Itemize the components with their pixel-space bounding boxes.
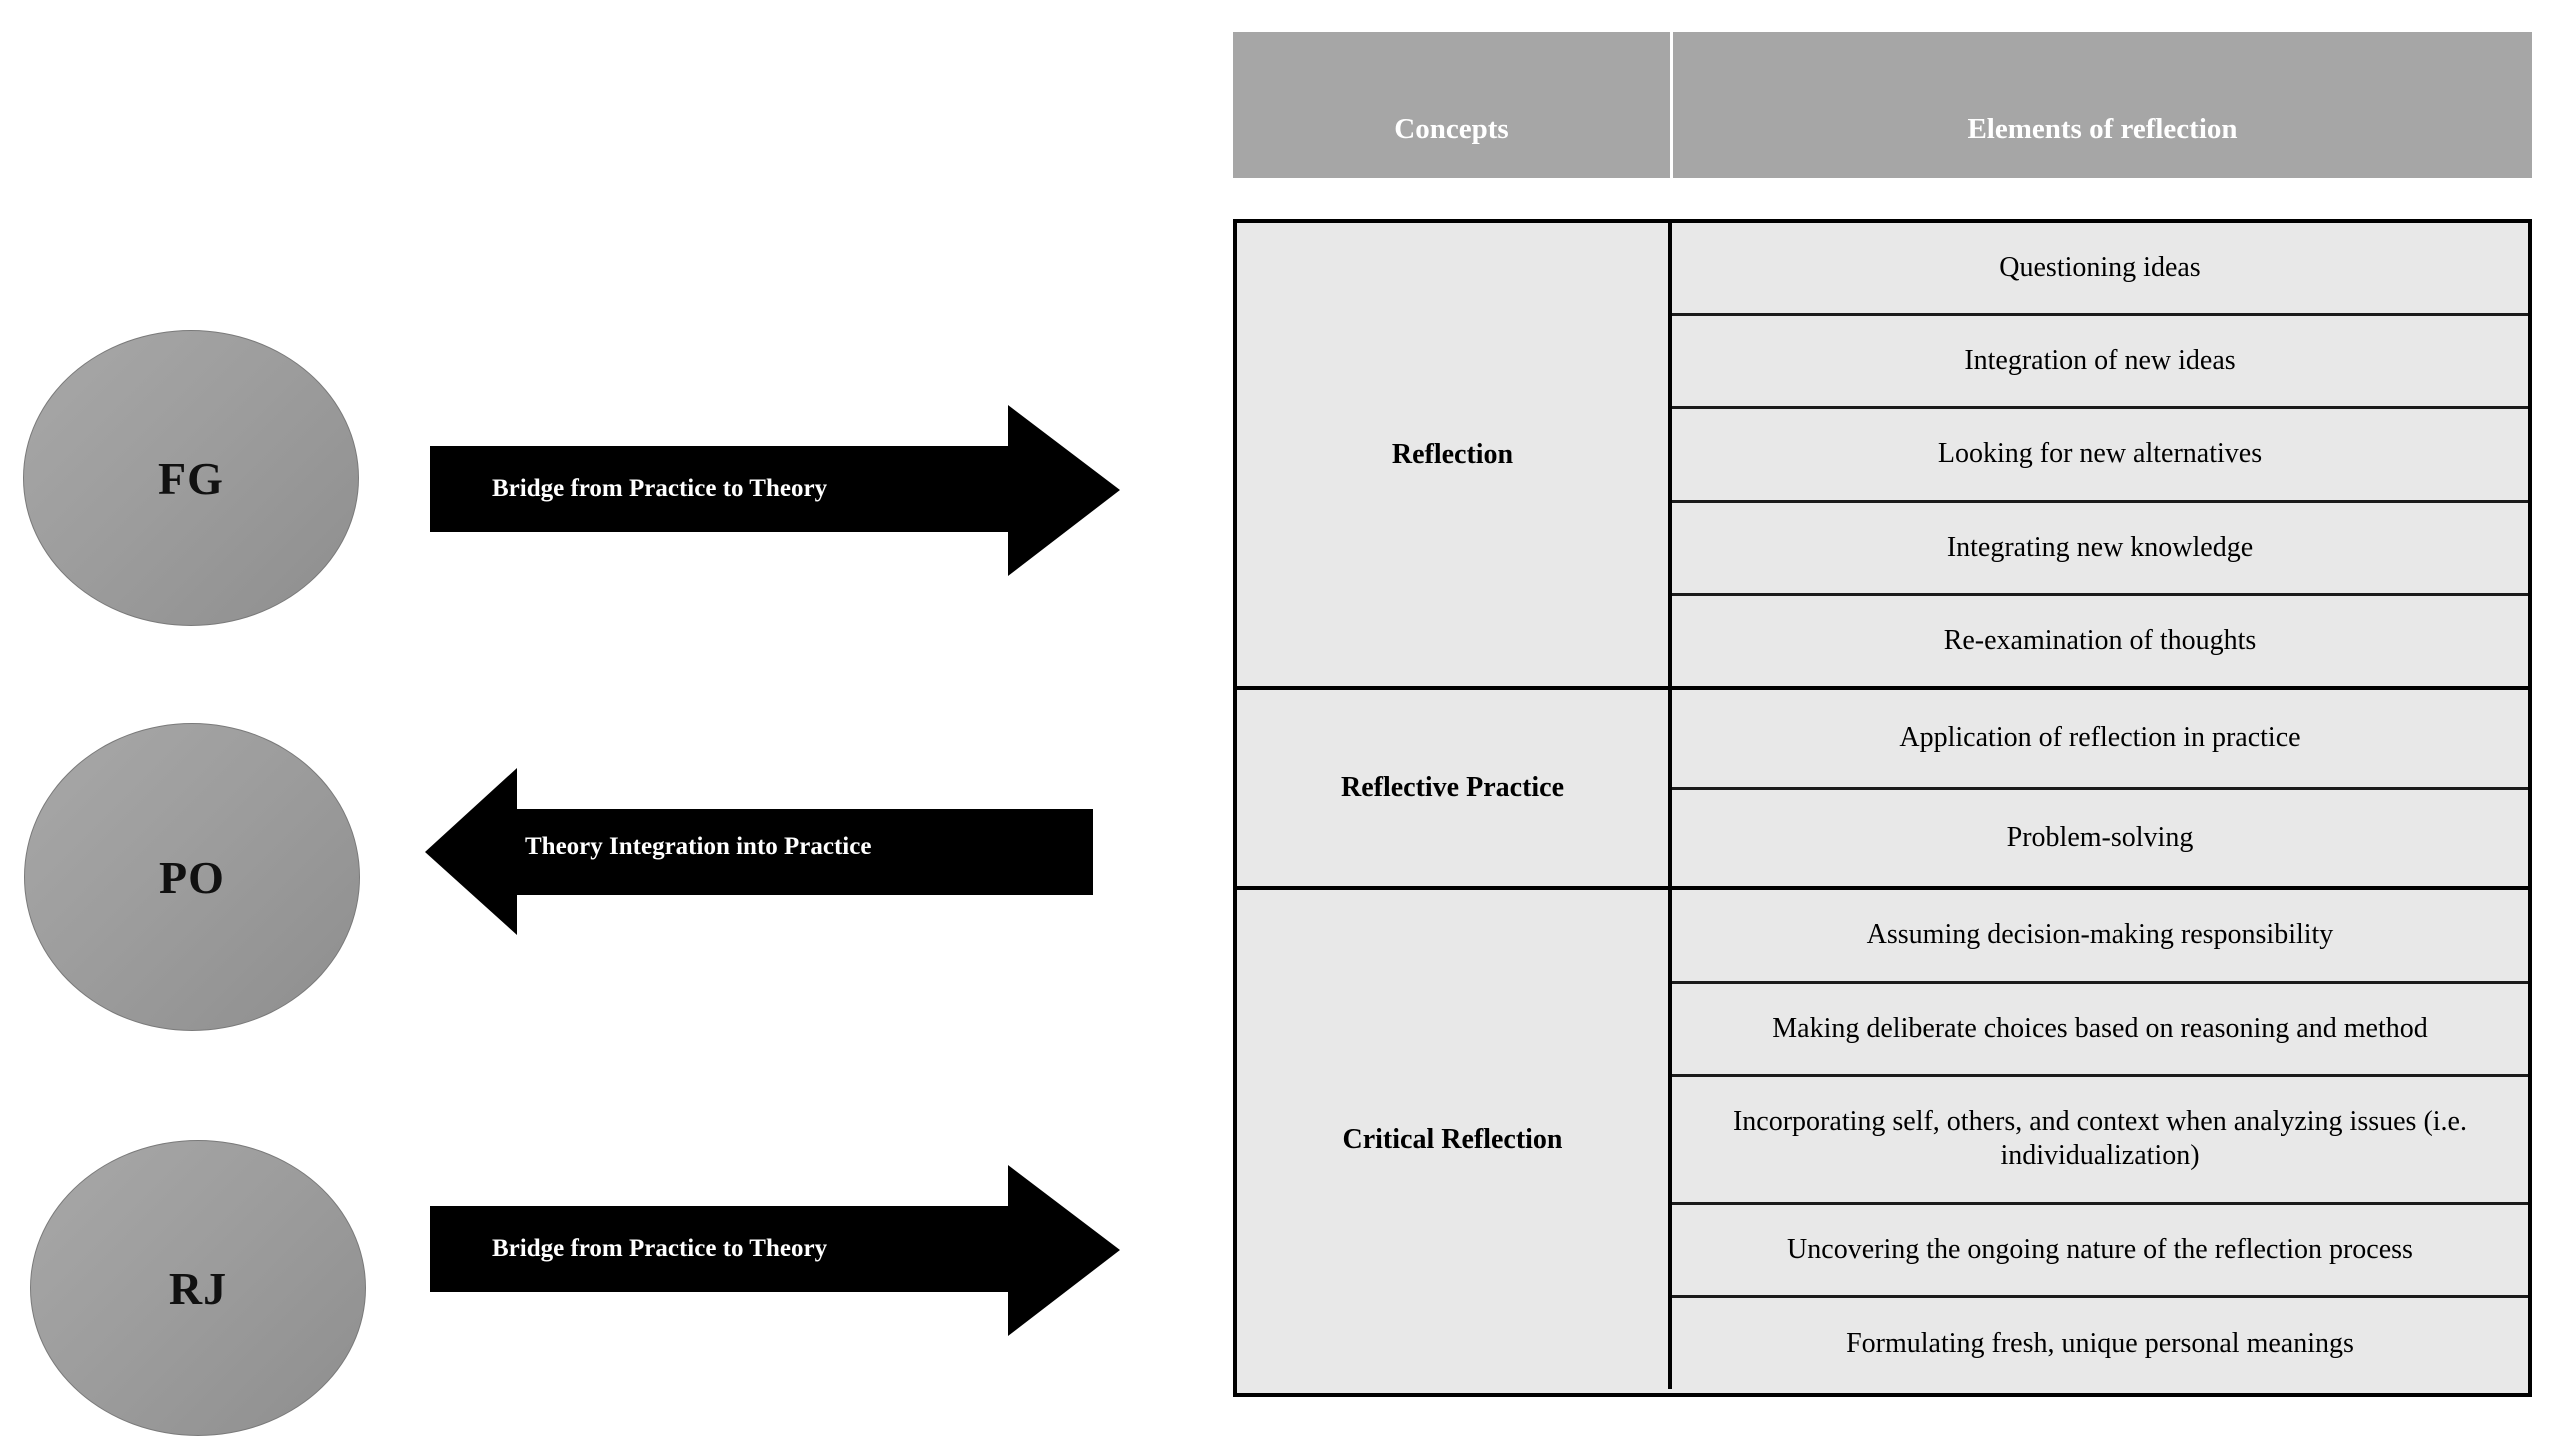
arrow-label-fg: Bridge from Practice to Theory (492, 475, 828, 502)
concept-cell-reflective-practice: Reflective Practice (1237, 690, 1672, 886)
table-body: Reflection Questioning ideas Integration… (1233, 219, 2532, 1397)
table-row: Integration of new ideas (1672, 313, 2528, 407)
table-row: Incorporating self, others, and context … (1672, 1074, 2528, 1202)
table-section-reflection: Reflection Questioning ideas Integration… (1237, 223, 2528, 687)
table-header-elements: Elements of reflection (1673, 32, 2532, 178)
diagram-panel: FG PO RJ Bridge from Practice to Theory … (0, 0, 1200, 1445)
table-row: Integrating new knowledge (1672, 499, 2528, 593)
concept-label-critical-reflection: Critical Reflection (1342, 1123, 1563, 1155)
table-row: Questioning ideas (1672, 223, 2528, 314)
table-header-divider (1670, 32, 1673, 178)
table-row: Uncovering the ongoing nature of the ref… (1672, 1201, 2528, 1296)
elements-cell-critical-reflection: Assuming decision-making responsibility … (1672, 890, 2528, 1389)
table-row: Application of reflection in practice (1672, 690, 2528, 787)
arrow-right-rj[interactable]: Bridge from Practice to Theory (425, 1158, 1125, 1343)
elements-cell-reflection: Questioning ideas Integration of new ide… (1672, 223, 2528, 687)
concept-label-reflective-practice: Reflective Practice (1340, 772, 1565, 803)
arrow-left-po[interactable]: Theory Integration into Practice (420, 765, 1110, 940)
arrow-right-icon (430, 1165, 1120, 1336)
node-circle-po[interactable]: PO (24, 723, 360, 1031)
table-section-reflective-practice: Reflective Practice Application of refle… (1237, 686, 2528, 886)
arrow-right-icon (430, 405, 1120, 576)
arrow-label-rj: Bridge from Practice to Theory (492, 1235, 828, 1262)
concept-cell-reflection: Reflection (1237, 223, 1672, 686)
node-circle-rj[interactable]: RJ (30, 1140, 366, 1436)
table-row: Assuming decision-making responsibility (1672, 890, 2528, 981)
arrow-label-po: Theory Integration into Practice (525, 833, 872, 860)
concept-cell-critical-reflection: Critical Reflection (1237, 890, 1672, 1389)
concept-label-reflection: Reflection (1391, 438, 1514, 470)
table-row: Formulating fresh, unique personal meani… (1672, 1295, 2528, 1389)
table-section-critical-reflection: Critical Reflection Assuming decision-ma… (1237, 886, 2528, 1389)
table-row: Making deliberate choices based on reaso… (1672, 980, 2528, 1075)
table-row: Re-examination of thoughts (1672, 592, 2528, 687)
node-circle-fg[interactable]: FG (23, 330, 359, 626)
table-header-row: Concepts Elements of reflection (1233, 32, 2532, 178)
table-row: Problem-solving (1672, 786, 2528, 886)
node-label-rj: RJ (168, 1262, 228, 1314)
node-label-fg: FG (158, 452, 224, 504)
table-header-concepts: Concepts (1233, 32, 1670, 178)
node-label-po: PO (159, 851, 225, 903)
table-row: Looking for new alternatives (1672, 406, 2528, 500)
elements-cell-reflective-practice: Application of reflection in practice Pr… (1672, 690, 2528, 886)
arrow-left-icon (425, 768, 1093, 935)
arrow-right-fg[interactable]: Bridge from Practice to Theory (425, 398, 1125, 583)
